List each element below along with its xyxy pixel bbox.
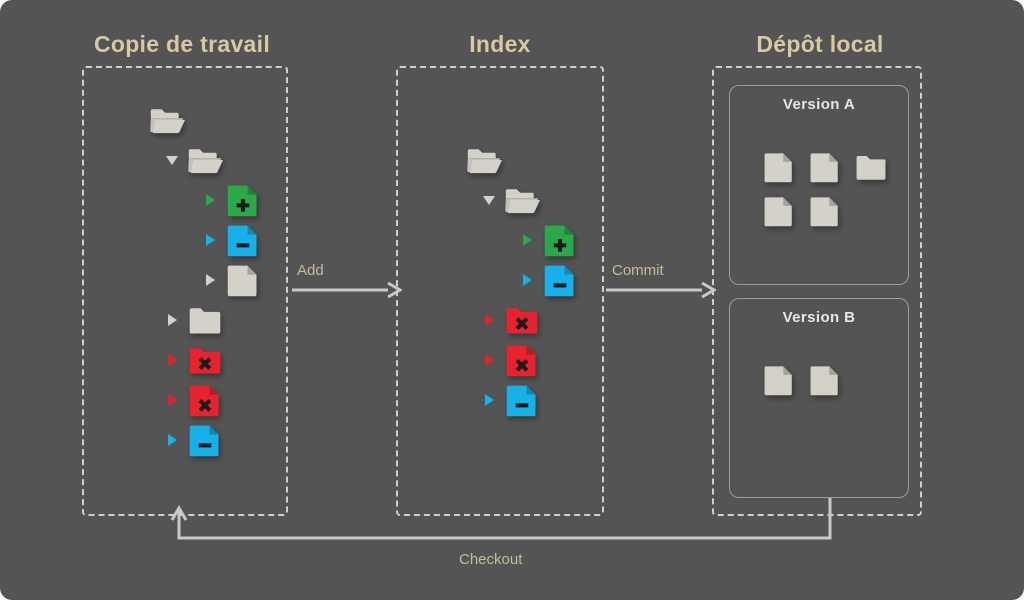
triangle-right-glyph: [167, 434, 177, 446]
flow-label-checkout: Checkout: [459, 551, 523, 568]
triangle-right-glyph: [205, 274, 215, 286]
folder-open-icon: [467, 149, 502, 174]
triangle-right-glyph: [484, 314, 494, 326]
working-copy-tree: [126, 100, 296, 500]
file-icon: [764, 366, 792, 396]
triangle-right-icon[interactable]: [519, 232, 535, 248]
index-item-row[interactable]: [481, 380, 540, 420]
folder-open-icon: [150, 109, 185, 134]
version-a-item[interactable]: [854, 150, 888, 184]
column-title-repository: Dépôt local: [756, 31, 884, 57]
version-b-item[interactable]: [808, 363, 842, 397]
triangle-right-glyph: [205, 194, 215, 206]
version-a-icon-grid: [762, 150, 902, 228]
file-added-icon: [227, 185, 257, 217]
index-item-row[interactable]: [481, 300, 540, 340]
column-title-working-copy: Copie de travail: [93, 31, 271, 57]
file-added-icon: [544, 225, 574, 257]
file-modified-icon: [227, 225, 257, 257]
index-item-row[interactable]: [481, 340, 540, 380]
triangle-right-icon[interactable]: [519, 272, 535, 288]
triangle-right-icon[interactable]: [164, 352, 180, 368]
file-icon: [810, 366, 838, 396]
working-copy-item-row[interactable]: [164, 380, 223, 420]
triangle-right-icon[interactable]: [164, 392, 180, 408]
folder-icon: [189, 308, 221, 334]
triangle-right-icon[interactable]: [202, 232, 218, 248]
flow-label-commit: Commit: [612, 262, 664, 279]
triangle-right-icon[interactable]: [164, 432, 180, 448]
file-icon: [764, 197, 792, 227]
working-copy-item-row[interactable]: [202, 220, 261, 260]
working-copy-item-row[interactable]: [164, 420, 223, 460]
triangle-right-icon[interactable]: [202, 192, 218, 208]
index-item-row[interactable]: [519, 260, 578, 300]
working-copy-item-row[interactable]: [164, 340, 223, 380]
version-a-item[interactable]: [808, 150, 842, 184]
version-b-item[interactable]: [762, 363, 796, 397]
file-modified-icon: [506, 385, 536, 417]
flow-label-add: Add: [297, 262, 324, 279]
triangle-right-icon[interactable]: [481, 352, 497, 368]
working-copy-item-row[interactable]: [164, 300, 223, 340]
file-deleted-icon: [189, 385, 219, 417]
column-title-index: Index: [469, 31, 531, 57]
index-item-row[interactable]: [519, 220, 578, 260]
file-icon: [810, 197, 838, 227]
triangle-down-icon[interactable]: [164, 152, 180, 168]
version-a-item[interactable]: [762, 150, 796, 184]
version-b-icon-grid: [762, 363, 902, 397]
triangle-right-icon[interactable]: [202, 272, 218, 288]
working-copy-item-row[interactable]: [202, 260, 261, 300]
folder-icon: [856, 155, 886, 180]
version-b-title: Version B: [782, 309, 856, 326]
folder-open-icon: [505, 189, 540, 214]
flow-arrow-checkout: [170, 498, 832, 540]
triangle-right-icon[interactable]: [481, 312, 497, 328]
working-copy-item-row[interactable]: [202, 180, 261, 220]
file-icon: [810, 153, 838, 183]
file-deleted-icon: [506, 345, 536, 377]
triangle-down-glyph: [166, 155, 178, 165]
file-icon: [764, 153, 792, 183]
flow-arrow-commit: [606, 281, 716, 299]
index-item-row[interactable]: [443, 140, 502, 180]
working-copy-item-row[interactable]: [126, 100, 185, 140]
file-modified-icon: [544, 265, 574, 297]
version-a-title: Version A: [782, 96, 856, 113]
triangle-right-glyph: [522, 234, 532, 246]
version-a-item[interactable]: [762, 194, 796, 228]
triangle-right-glyph: [205, 234, 215, 246]
version-b-panel[interactable]: Version B: [729, 298, 909, 498]
version-a-panel[interactable]: Version A: [729, 85, 909, 285]
stage-box-working-copy: [82, 66, 288, 516]
version-a-item[interactable]: [808, 194, 842, 228]
index-item-row[interactable]: [481, 180, 540, 220]
triangle-down-icon[interactable]: [481, 192, 497, 208]
triangle-down-glyph: [483, 195, 495, 205]
file-modified-icon: [189, 425, 219, 457]
triangle-right-glyph: [484, 354, 494, 366]
index-tree: [443, 140, 613, 500]
folder-open-icon: [188, 149, 223, 174]
file-icon: [227, 265, 257, 297]
triangle-right-icon[interactable]: [481, 392, 497, 408]
folder-deleted-icon: [506, 308, 538, 334]
triangle-right-glyph: [167, 314, 177, 326]
triangle-right-glyph: [167, 394, 177, 406]
triangle-right-glyph: [167, 354, 177, 366]
triangle-right-glyph: [484, 394, 494, 406]
working-copy-item-row[interactable]: [164, 140, 223, 180]
flow-arrow-add: [292, 281, 402, 299]
triangle-right-icon[interactable]: [164, 312, 180, 328]
triangle-right-glyph: [522, 274, 532, 286]
folder-deleted-icon: [189, 348, 221, 374]
